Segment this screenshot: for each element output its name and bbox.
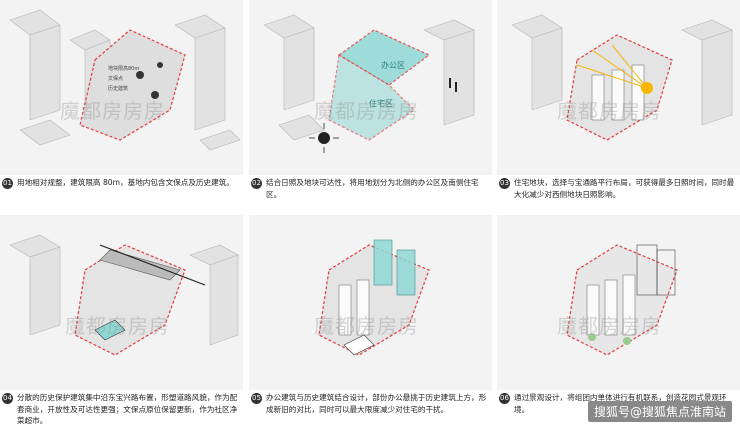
- panel-05-illustration: [249, 215, 492, 390]
- step-number: 04: [2, 393, 13, 404]
- panel-02: 办公区 住宅区 魔都房房房 02 结合日照及地块可达性，将用地划分为北侧的办公区…: [249, 0, 492, 210]
- panel-03-caption: 03 住宅地块，选择与宝通路平行布局，可获得最多日照时间，同时最大化减少对西侧地…: [499, 177, 739, 200]
- panel-01-caption: 01 用地相对规整，建筑限高 80m，基地内包含文保点及历史建筑。: [2, 177, 242, 189]
- step-number: 03: [499, 178, 510, 189]
- caption-text: 分散的历史保护建筑集中沿东宝兴路布置，形塑道路风貌，作为配套商业，开放性及可达性…: [17, 393, 238, 425]
- office-zone-label: 办公区: [381, 61, 405, 70]
- panel-03-illustration: [497, 0, 740, 175]
- panel-06-caption: 06 通过景观设计，将组团内单体进行有机联系，创造花园式景观环境。: [499, 392, 739, 415]
- panel-02-illustration: [249, 0, 492, 175]
- caption-text: 通过景观设计，将组团内单体进行有机联系，创造花园式景观环境。: [514, 393, 727, 414]
- caption-text: 结合日照及地块可达性，将用地划分为北侧的办公区及南侧住宅区。: [266, 178, 479, 199]
- caption-text: 办公建筑与历史建筑结合设计，部份办公悬挑于历史建筑上方，形成新旧的对比，同时可以…: [266, 393, 487, 414]
- panel-04-caption: 04 分散的历史保护建筑集中沿东宝兴路布置，形塑道路风貌，作为配套商业，开放性及…: [2, 392, 242, 427]
- residential-zone-label: 住宅区: [369, 99, 393, 108]
- panel-06-illustration: [497, 215, 740, 390]
- panel-04: 魔都房房房 04 分散的历史保护建筑集中沿东宝兴路布置，形塑道路风貌，作为配套商…: [0, 215, 243, 425]
- source-credit: 搜狐号@搜狐焦点淮南站: [587, 401, 732, 422]
- panel-05: 魔都房房房 05 办公建筑与历史建筑结合设计，部份办公悬挑于历史建筑上方，形成新…: [249, 215, 492, 425]
- panel-03: 魔都房房房 03 住宅地块，选择与宝通路平行布局，可获得最多日照时间，同时最大化…: [497, 0, 740, 210]
- step-number: 01: [2, 178, 13, 189]
- svg-text:地块限高80m: 地块限高80m: [108, 65, 139, 72]
- panel-02-caption: 02 结合日照及地块可达性，将用地划分为北侧的办公区及南侧住宅区。: [251, 177, 491, 200]
- caption-text: 用地相对规整，建筑限高 80m，基地内包含文保点及历史建筑。: [17, 178, 234, 187]
- panel-01-illustration: 地块限高80m 文保点历史建筑: [0, 0, 243, 175]
- caption-text: 住宅地块，选择与宝通路平行布局，可获得最多日照时间，同时最大化减少对西侧地块日照…: [514, 178, 735, 199]
- step-number: 06: [499, 393, 510, 404]
- panel-06: 魔都房房房 06 通过景观设计，将组团内单体进行有机联系，创造花园式景观环境。: [497, 215, 740, 425]
- step-number: 02: [251, 178, 262, 189]
- svg-text:历史建筑: 历史建筑: [108, 85, 128, 92]
- panel-05-caption: 05 办公建筑与历史建筑结合设计，部份办公悬挑于历史建筑上方，形成新旧的对比，同…: [251, 392, 491, 415]
- step-number: 05: [251, 393, 262, 404]
- panel-04-illustration: [0, 215, 243, 390]
- svg-text:文保点: 文保点: [108, 75, 123, 82]
